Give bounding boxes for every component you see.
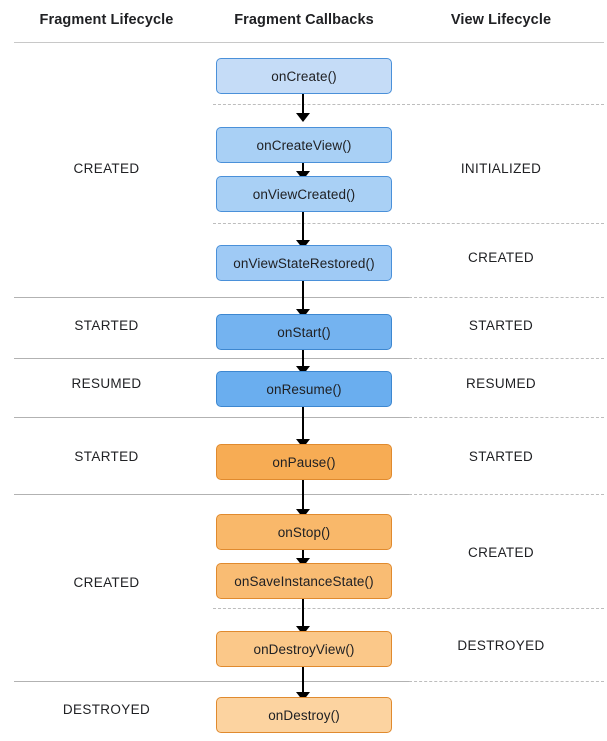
divider-solid-left — [14, 358, 409, 359]
divider-dashed-right — [409, 358, 604, 359]
divider-solid-left — [14, 297, 409, 298]
fragment-state-label: STARTED — [74, 318, 139, 333]
flow-arrow-shaft — [302, 407, 304, 439]
column-header-fragment-callbacks: Fragment Callbacks — [234, 12, 374, 28]
flow-arrow-shaft — [302, 599, 304, 626]
callback-box-onstop[interactable]: onStop() — [216, 514, 392, 550]
column-header-view-lifecycle: View Lifecycle — [450, 12, 552, 28]
flow-arrow-shaft — [302, 212, 304, 240]
flow-arrow-head-icon — [296, 692, 310, 701]
view-state-label: INITIALIZED — [460, 161, 542, 176]
view-state-label: STARTED — [468, 449, 534, 464]
fragment-state-label: CREATED — [73, 575, 140, 590]
flow-arrow-head-icon — [296, 366, 310, 375]
view-state-label: RESUMED — [466, 376, 536, 391]
flow-arrow-shaft — [302, 281, 304, 309]
view-state-label: DESTROYED — [457, 638, 545, 653]
flow-arrow-shaft — [302, 350, 304, 366]
callback-box-ondestroy[interactable]: onDestroy() — [216, 697, 392, 733]
callback-box-oncreateview[interactable]: onCreateView() — [216, 127, 392, 163]
flow-arrow-head-icon — [296, 439, 310, 448]
flow-arrow-head-icon — [296, 509, 310, 518]
flow-arrow-head-icon — [296, 558, 310, 567]
divider-dashed-right — [409, 494, 604, 495]
flow-arrow-head-icon — [296, 171, 310, 180]
fragment-state-label: CREATED — [73, 161, 140, 176]
flow-arrow-head-icon — [296, 113, 310, 122]
flow-arrow-shaft — [302, 163, 304, 171]
flow-arrow-shaft — [302, 480, 304, 509]
view-state-label: STARTED — [468, 318, 534, 333]
divider-dashed — [213, 223, 604, 224]
callback-box-onresume[interactable]: onResume() — [216, 371, 392, 407]
divider-dashed — [213, 608, 604, 609]
divider-solid-left — [14, 681, 409, 682]
header-divider-rule — [14, 42, 604, 43]
callback-box-onsaveinstancestate[interactable]: onSaveInstanceState() — [216, 563, 392, 599]
flow-arrow-head-icon — [296, 626, 310, 635]
flow-arrow-shaft — [302, 667, 304, 692]
fragment-state-label: RESUMED — [71, 376, 142, 391]
view-state-label: CREATED — [468, 250, 534, 265]
view-state-label: CREATED — [468, 545, 534, 560]
callback-box-onstart[interactable]: onStart() — [216, 314, 392, 350]
flow-arrow-head-icon — [296, 240, 310, 249]
divider-dashed — [213, 104, 604, 105]
fragment-state-label: STARTED — [74, 449, 139, 464]
divider-dashed-right — [409, 681, 604, 682]
divider-solid-left — [14, 494, 409, 495]
callback-box-onpause[interactable]: onPause() — [216, 444, 392, 480]
callback-box-ondestroyview[interactable]: onDestroyView() — [216, 631, 392, 667]
divider-dashed-right — [409, 297, 604, 298]
divider-solid-left — [14, 417, 409, 418]
column-header-fragment-lifecycle: Fragment Lifecycle — [39, 12, 174, 28]
flow-arrow-shaft — [302, 94, 304, 113]
callback-box-oncreate[interactable]: onCreate() — [216, 58, 392, 94]
divider-dashed-right — [409, 417, 604, 418]
fragment-state-label: DESTROYED — [62, 702, 151, 717]
flow-arrow-head-icon — [296, 309, 310, 318]
callback-box-onviewstaterestored[interactable]: onViewStateRestored() — [216, 245, 392, 281]
flow-arrow-shaft — [302, 550, 304, 558]
callback-box-onviewcreated[interactable]: onViewCreated() — [216, 176, 392, 212]
